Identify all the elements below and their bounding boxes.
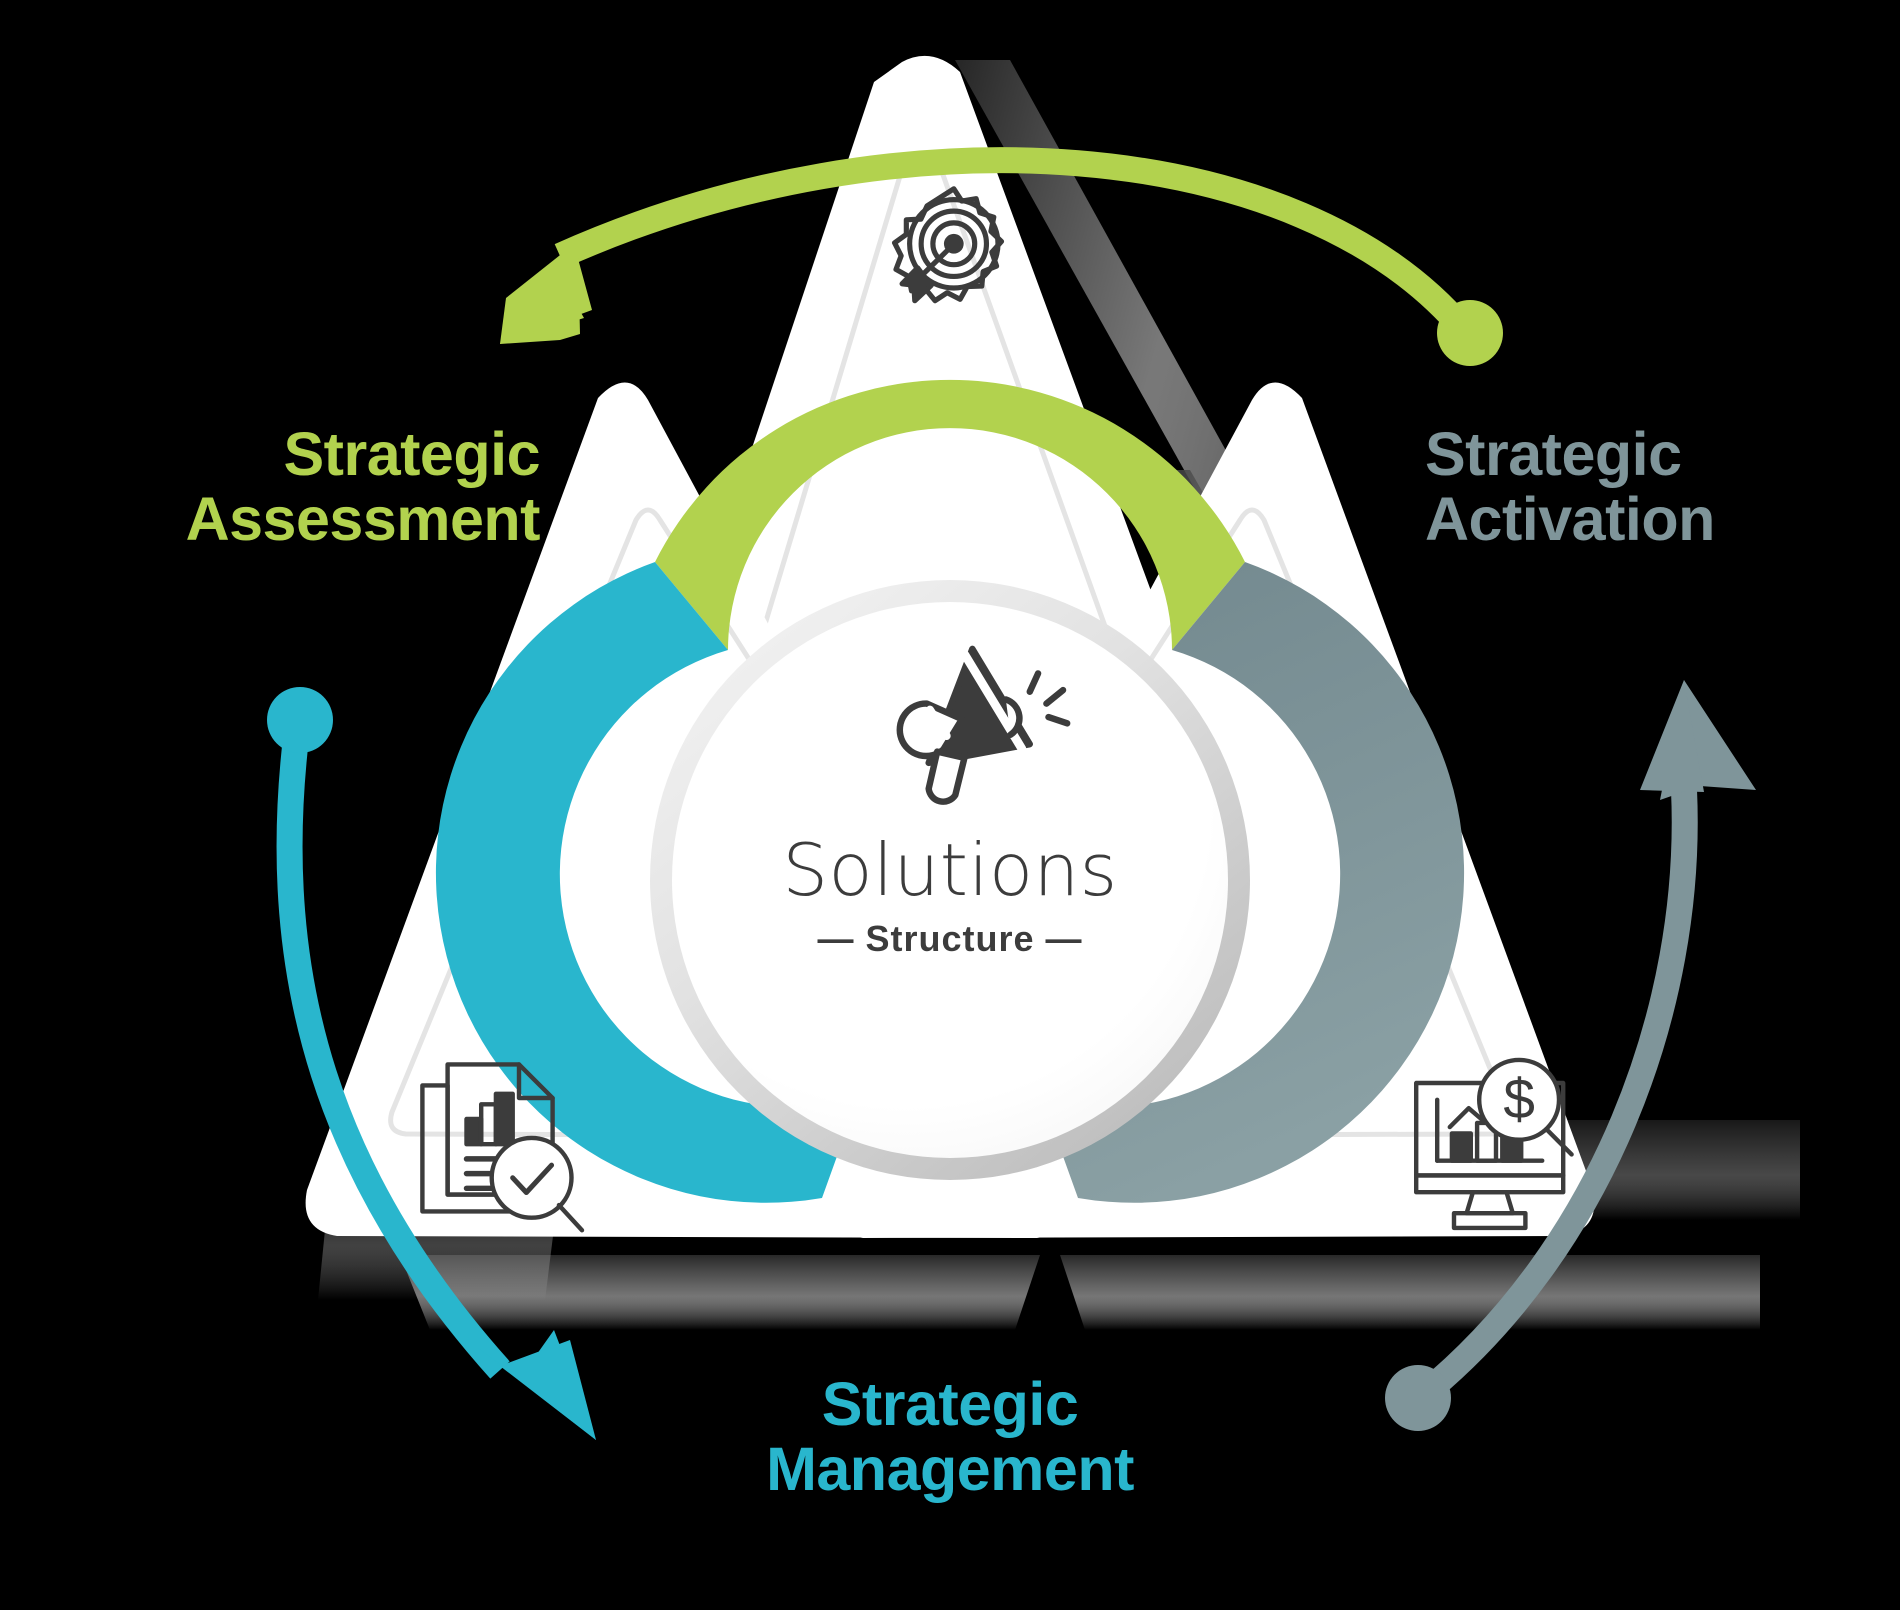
center-circle[interactable] [650,580,1250,1180]
node-label-assessment: Strategic Assessment [185,420,541,553]
node-label-management: Strategic Management [766,1370,1134,1503]
arrow-cyan [267,687,596,1440]
node-label-activation: Strategic Activation [1425,420,1715,553]
arc-green [655,379,1245,650]
document-chart-magnifier-check-icon [420,1062,585,1233]
svg-text:$: $ [1503,1069,1535,1132]
arrow-slate [1385,680,1756,1431]
arc-cyan [435,562,858,1203]
center-title: Solutions [782,828,1118,912]
ring-arcs [435,379,1465,1203]
megaphone-icon [896,645,1071,805]
center-subtitle: — Structure — [817,918,1083,959]
gear-target-arrow-icon [891,186,1005,304]
arrow-cyan-dot [267,687,333,753]
monitor-chart-dollar-magnifier-icon: $ [1413,1057,1574,1231]
arrow-slate-dot [1385,1365,1451,1431]
arrow-green [500,147,1503,366]
arc-slate [1042,562,1465,1203]
arrow-green-dot [1437,300,1503,366]
